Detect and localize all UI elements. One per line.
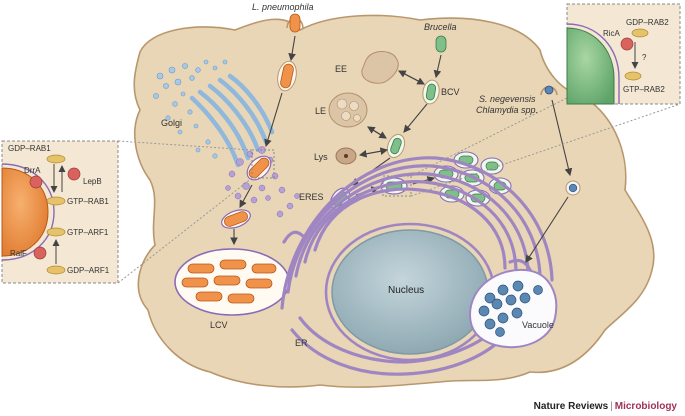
bcv-label: BCV (441, 87, 460, 97)
early-inclusion (565, 180, 581, 196)
s-negevensis-label: S. negevensis (479, 94, 536, 104)
gtp-rab2-protein (624, 71, 642, 81)
bcv-early (422, 79, 440, 105)
maturing-lcv (221, 209, 251, 229)
left-inset-leader-bottom (117, 177, 253, 284)
gdp-arf1-protein (46, 265, 66, 275)
gdp-rab1-protein (46, 154, 66, 164)
gdp-rab2-protein (631, 28, 649, 38)
er-label: ER (295, 338, 308, 348)
vacuole-label: Vacuole (522, 320, 554, 330)
early-lcv (277, 60, 297, 92)
eres-label: ERES (299, 192, 324, 202)
arrow-inclusion-to-vacuole (525, 196, 569, 263)
journal-separator: | (610, 401, 613, 412)
replicative-lcv (174, 248, 290, 316)
vacuole-surface (566, 27, 615, 105)
gtp-rab2-label: GTP–RAB2 (623, 85, 665, 94)
bcv-cluster-bacteria (438, 155, 507, 203)
journal-credit: Nature Reviews|Microbiology (534, 401, 677, 412)
right-inset-leader-top (410, 97, 568, 177)
arrow-entry-to-lcv1 (288, 35, 296, 62)
right-inset: RicA GDP–RAB2 ? GTP–RAB2 (566, 3, 681, 105)
chlamydia-vacuole (468, 268, 558, 349)
le-label: LE (315, 106, 326, 116)
nucleus-label: Nucleus (388, 285, 424, 296)
rica-label: RicA (603, 29, 621, 38)
arrow-lcv1-to-lcv2 (264, 92, 283, 148)
journal-name: Nature Reviews (533, 401, 609, 412)
gdp-rab1-label: GDP–RAB1 (8, 144, 51, 153)
drra-label: DrrA (24, 166, 41, 175)
arrow-eb-to-inclusion (551, 99, 573, 177)
endoplasmic-reticulum (280, 156, 554, 376)
late-endosome (328, 92, 368, 128)
gtp-arf1-label: GTP–ARF1 (67, 228, 109, 237)
arrow-ee-to-bcv (398, 70, 425, 85)
gdp-arf1-label: GDP–ARF1 (67, 266, 110, 275)
golgi-label: Golgi (161, 118, 182, 128)
left-inset: GDP–RAB1 DrrA LepB GTP–RAB1 GTP–ARF1 Ral… (1, 140, 119, 284)
drra-protein (29, 175, 43, 189)
arrow-bcv-to-bcv2 (403, 103, 428, 133)
early-endosome (361, 51, 399, 84)
brucella-label: Brucella (424, 22, 457, 32)
ee-label: EE (335, 64, 347, 74)
legionella-label: L. pneumophila (252, 2, 314, 12)
legionella-bacterium-entering (289, 13, 301, 33)
arrow-brucella-to-bcv (433, 54, 442, 79)
ralf-label: RalF (10, 249, 27, 258)
gtp-rab1-protein (46, 196, 66, 206)
arrow-le-to-bcv2 (367, 126, 387, 139)
lcv-surface (1, 167, 49, 257)
chlamydia-eb-entering (544, 85, 554, 95)
lys-label: Lys (314, 152, 328, 162)
brucella-bacterium (435, 35, 447, 53)
arrow-lys-to-bcv2 (359, 147, 389, 156)
lepb-label: LepB (83, 177, 102, 186)
gtp-arf1-protein (46, 227, 66, 237)
left-inset-source-box (251, 149, 275, 179)
arrow-lcv2-to-lcv3 (239, 184, 253, 208)
golgi-apparatus (189, 73, 275, 168)
lcv-membrane (1, 163, 55, 261)
lepb-protein (67, 167, 81, 181)
question-mark: ? (642, 53, 647, 62)
lysosome (335, 147, 357, 165)
lcv-with-vesicles (246, 155, 272, 181)
golgi-vesicles (153, 59, 228, 159)
rica-protein (620, 37, 634, 51)
journal-subject: Microbiology (614, 401, 677, 412)
gdp-rab2-label: GDP–RAB2 (626, 18, 669, 27)
lcv-label: LCV (210, 320, 228, 330)
bcv-intermediate (386, 133, 406, 159)
right-inset-leader-bottom (410, 103, 681, 197)
gtp-rab1-label: GTP–RAB1 (67, 197, 109, 206)
vacuole-membrane (566, 23, 620, 104)
chlamydia-label: Chlamydia spp. (476, 105, 538, 115)
ralf-protein (33, 246, 47, 260)
